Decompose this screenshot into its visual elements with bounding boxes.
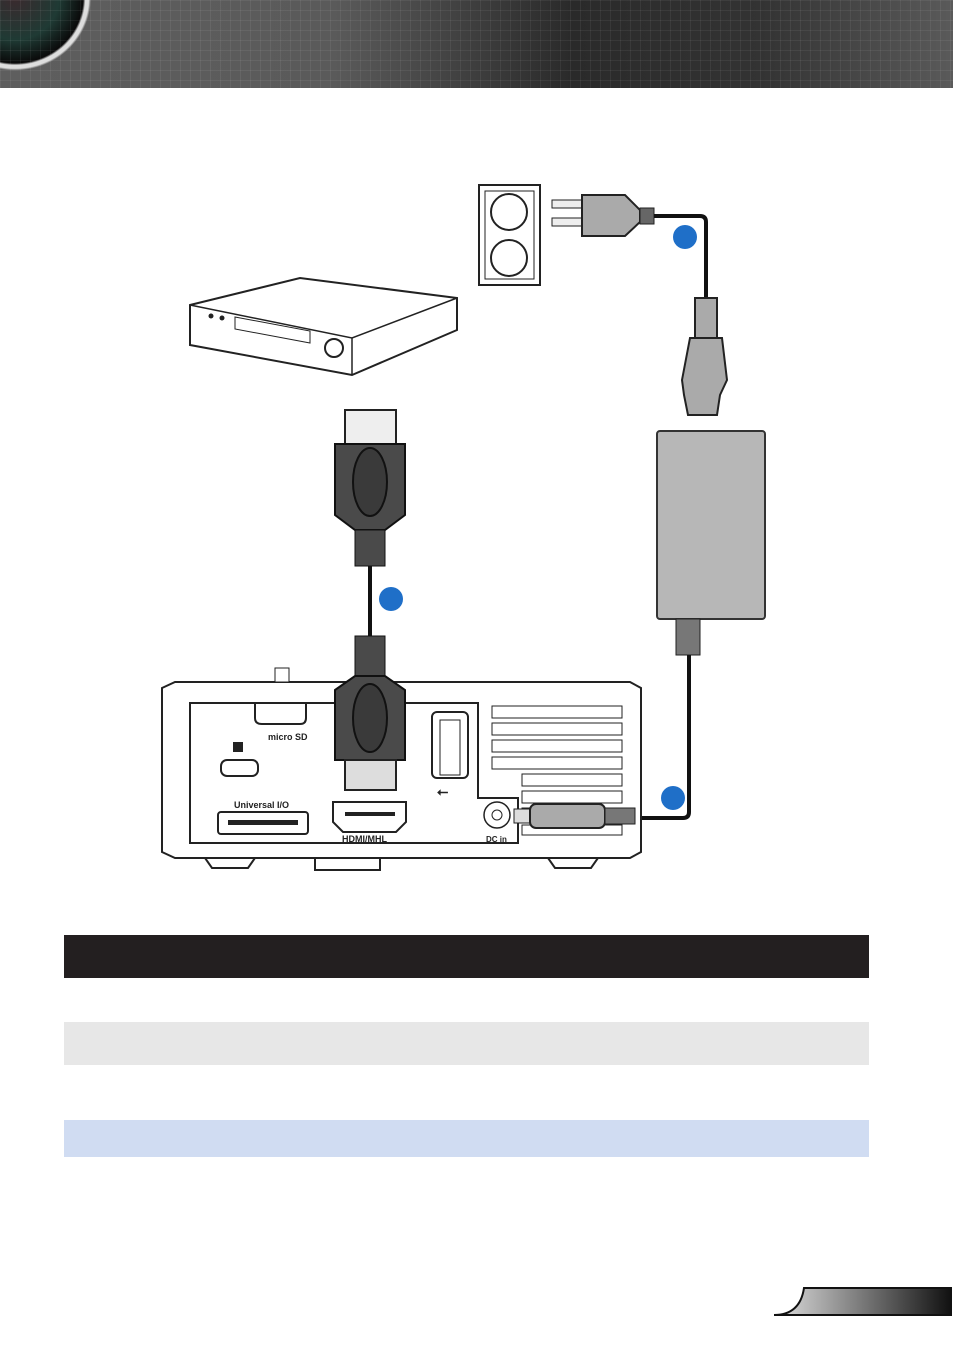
table-row-gray [64, 1022, 869, 1065]
universal-io-label: Universal I/O [234, 800, 289, 810]
dc-plug [513, 803, 636, 829]
usb-icon: ⭠ [437, 783, 448, 799]
iec-connector [680, 297, 729, 416]
dc-cable [634, 655, 691, 820]
micro-sd-label: micro SD [268, 732, 308, 742]
media-player-device [189, 276, 458, 377]
step-marker-2 [379, 587, 403, 611]
connection-diagram: Universal I/O HDMI/MHL DC in ⭠ micro SD [161, 184, 766, 871]
power-cable [654, 214, 708, 300]
table-row-blue [64, 1120, 869, 1157]
header-grid-pattern [0, 0, 953, 88]
dc-in-label: DC in [486, 835, 507, 844]
table-header-bar [64, 935, 869, 978]
power-adapter [656, 430, 766, 620]
wall-outlet [478, 184, 541, 286]
power-plug [551, 194, 655, 237]
step-marker-1 [673, 225, 697, 249]
step-marker-3 [661, 786, 685, 810]
page-number-tab [773, 1287, 952, 1316]
hdmi-cable-connector-top [334, 409, 406, 567]
adapter-strain-relief [675, 618, 701, 656]
hdmi-mhl-label: HDMI/MHL [342, 834, 387, 844]
hdmi-cable-connector-bottom [334, 635, 406, 791]
page-header-banner [0, 0, 953, 88]
